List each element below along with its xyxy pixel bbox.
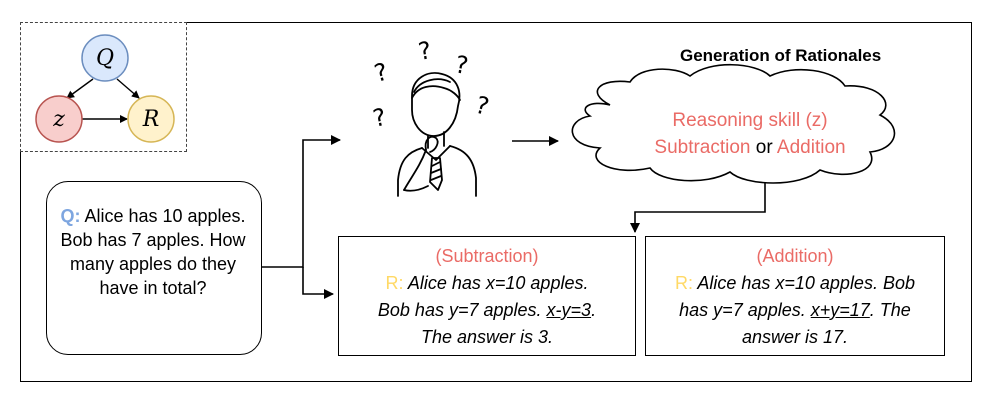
rationale-box-addition: (Addition) R: Alice has x=10 apples. Bob… [645,236,945,356]
rationale-line1: Alice has x=10 apples. [403,273,589,293]
question-box: Q: Alice has 10 apples. Bob has 7 apples… [46,181,262,355]
svg-text:?: ? [416,36,433,66]
rationale-label: R: [675,273,693,293]
option-connector: or [750,137,777,158]
rationale-answer: The answer is 3. [420,327,554,347]
rationale-line2b: . [591,300,597,320]
rationale-header: (Subtraction) [435,246,539,266]
diagram-frame [20,22,972,382]
graphical-model: Q z R [35,34,175,143]
cloud-text: Reasoning skill (z) Subtraction or Addit… [600,107,900,161]
edge-q-z [66,78,94,99]
diagram-title: Generation of Rationales [680,46,882,65]
skill-options: Subtraction or Addition [600,134,900,161]
question-text: Alice has 10 apples. Bob has 7 apples. H… [60,206,246,298]
rationale-box-subtraction: (Subtraction) R: Alice has x=10 apples. … [338,236,636,356]
node-z [35,95,83,143]
svg-text:?: ? [472,91,492,121]
rationale-header: (Addition) [756,246,834,266]
rationale-equation: x+y=17 [810,300,870,320]
rationale-line1: Alice has x=10 apples. Bob [693,273,915,293]
skill-heading: Reasoning skill (z) [672,110,828,131]
arrow-to-rationales [630,183,766,233]
rationale-line2a: Bob has y=7 apples. [377,300,547,320]
node-q-label: Q [96,46,114,71]
option-addition: Addition [776,137,846,158]
rationale-label: R: [385,273,404,293]
arrow-to-person [262,135,341,268]
option-subtraction: Subtraction [654,137,751,158]
node-r-label: R [142,107,160,132]
question-label: Q: [60,206,81,226]
svg-text:?: ? [453,50,470,80]
rationale-line2b: . The [869,300,911,320]
arrow-to-rationale [302,267,334,299]
confused-person-icon: ? ? ? ? ? [370,36,492,197]
svg-text:?: ? [370,103,388,133]
node-z-label: z [52,107,65,132]
node-r [127,95,175,143]
rationale-answer: answer is 17. [741,327,849,347]
node-q [81,34,129,82]
edge-q-r [116,78,140,99]
rationale-line2a: has y=7 apples. [679,300,811,320]
graphical-model-box: Q z R [20,22,187,152]
skill-cloud [571,63,896,184]
svg-text:?: ? [371,57,391,87]
rationale-equation: x-y=3 [546,300,592,320]
